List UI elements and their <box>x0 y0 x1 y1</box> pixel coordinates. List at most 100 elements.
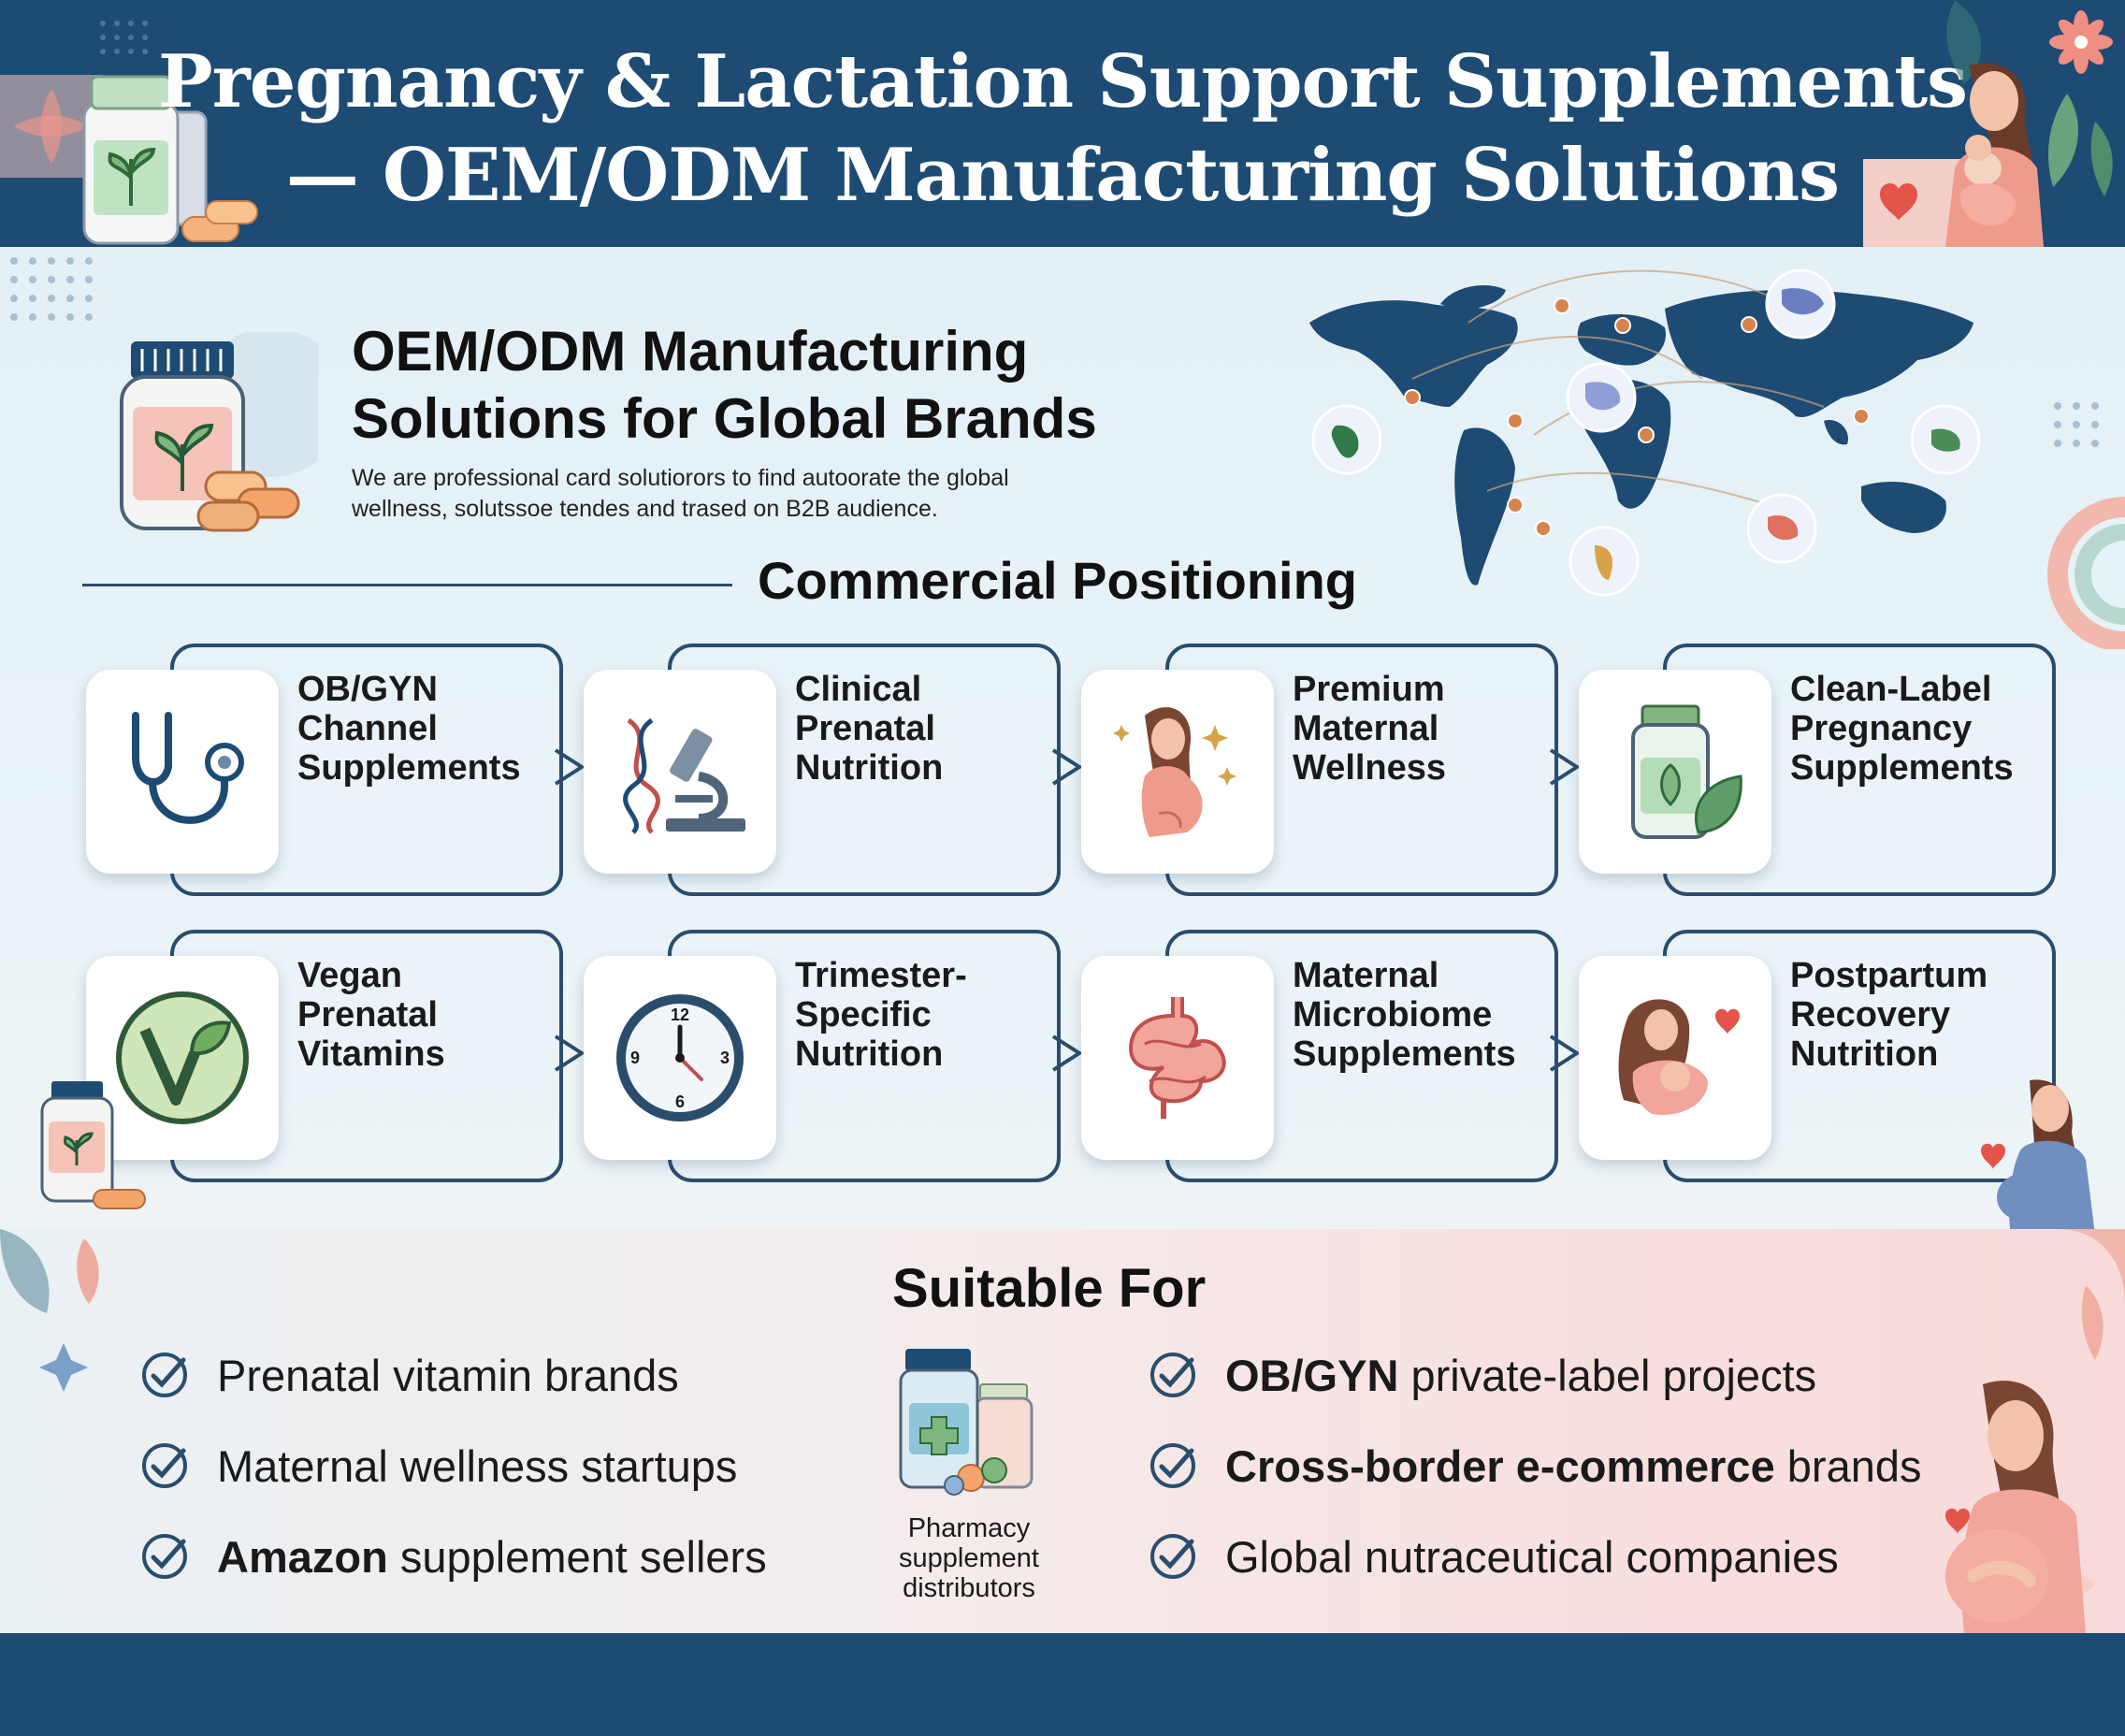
vegan-v-icon <box>116 991 249 1124</box>
card-premium-maternal[interactable]: Premium Maternal Wellness <box>1081 644 1581 896</box>
world-map-illustration <box>1309 268 1981 597</box>
card-label-line: Recovery <box>1790 995 1951 1034</box>
card-label: Maternal Microbiome Supplements <box>1293 956 1573 1074</box>
pharmacy-label: Pharmacy supplement distributors <box>885 1513 1053 1603</box>
card-trimester-specific[interactable]: 12 3 6 9 Trimester- Specific Nutrition <box>584 930 1083 1182</box>
chevron-right-icon <box>1051 1034 1083 1072</box>
stethoscope-icon <box>132 712 244 824</box>
card-label: Clean-Label Pregnancy Supplements <box>1790 670 2071 788</box>
card-obgyn-channel[interactable]: OB/GYN Channel Supplements <box>86 644 585 896</box>
card-icon-box <box>86 956 279 1160</box>
card-label: OB/GYN Channel Supplements <box>297 670 578 788</box>
card-label-line: Trimester- <box>795 956 967 995</box>
clock-icon: 12 3 6 9 <box>616 994 744 1121</box>
intro-title-line-2: Solutions for Global Brands <box>352 387 1097 450</box>
positioning-title: Commercial Positioning <box>758 551 1357 610</box>
clock-number: 9 <box>630 1049 640 1067</box>
card-label-line: Nutrition <box>795 748 944 788</box>
item-bold: OB/GYN <box>1225 1350 1399 1400</box>
check-circle-icon <box>1150 1534 1195 1579</box>
card-label-line: Prenatal <box>297 995 438 1034</box>
card-label-line: Maternal <box>1293 709 1439 748</box>
card-icon-box <box>1081 670 1274 874</box>
card-vegan-prenatal[interactable]: Vegan Prenatal Vitamins <box>86 930 585 1182</box>
dot-grid-decor <box>10 257 93 321</box>
card-label-line: Vitamins <box>297 1034 445 1074</box>
pharmacy-label-line: Pharmacy <box>907 1513 1031 1543</box>
leaf-bottle-icon <box>1631 704 1742 839</box>
card-icon-box <box>1579 670 1771 874</box>
pharmacy-bottles-icon <box>899 1349 1034 1496</box>
pregnant-woman-decor <box>1981 1079 2095 1235</box>
list-item: Maternal wellness startups <box>140 1438 737 1494</box>
header-bottle-icon <box>82 75 258 245</box>
pregnant-woman-icon <box>1113 707 1236 837</box>
list-item: Global nutraceutical companies <box>1149 1528 1839 1584</box>
intro-bottle-icon <box>120 332 318 532</box>
card-label: Premium Maternal Wellness <box>1293 670 1573 788</box>
list-item: Amazon supplement sellers <box>140 1528 767 1584</box>
footer-bar <box>0 1633 2125 1736</box>
card-clean-label[interactable]: Clean-Label Pregnancy Supplements <box>1579 644 2056 896</box>
item-text: Prenatal vitamin brands <box>217 1350 679 1400</box>
card-label-line: Supplements <box>1790 748 2014 788</box>
card-icon-box: 12 3 6 9 <box>584 956 776 1160</box>
small-bottle-icon <box>40 1081 146 1209</box>
card-label: Vegan Prenatal Vitamins <box>297 956 578 1074</box>
card-label-line: Maternal <box>1293 956 1439 995</box>
mother-baby-icon <box>1618 999 1740 1115</box>
check-circle-icon <box>1150 1353 1195 1397</box>
intro-title-line-1: OEM/ODM Manufacturing <box>352 320 1029 383</box>
card-label-line: Channel <box>297 709 438 748</box>
item-text: supplement sellers <box>387 1531 767 1582</box>
item-bold: Amazon <box>217 1531 388 1582</box>
header-mother-baby-icon <box>1945 63 2044 247</box>
check-circle-icon <box>142 1443 187 1488</box>
check-circle-icon <box>142 1353 187 1397</box>
card-icon-box <box>584 670 776 874</box>
title-line-2: — OEM/ODM Manufacturing Solutions <box>285 133 1840 218</box>
check-circle-icon <box>142 1534 187 1579</box>
card-label-line: Vegan <box>297 956 402 995</box>
card-label-line: Wellness <box>1293 748 1447 788</box>
list-item: Cross-border e-commerce brands <box>1149 1438 1922 1494</box>
card-label-line: Prenatal <box>795 709 935 748</box>
intro-subtitle-line-1: We are professional card solutiorors to … <box>352 465 1009 491</box>
card-label-line: Supplements <box>1293 1034 1516 1074</box>
suitable-section <box>0 1229 2125 1633</box>
item-text: Maternal wellness startups <box>217 1440 738 1491</box>
card-icon-box <box>86 670 279 874</box>
check-circle-icon <box>1150 1443 1195 1488</box>
card-label-line: OB/GYN <box>297 670 438 709</box>
page-title: Pregnancy & Lactation Support Supplement… <box>0 36 2125 223</box>
bottom-left-leaf-decor <box>0 1229 99 1392</box>
card-label-line: Supplements <box>297 748 521 788</box>
intestine-icon <box>1128 997 1226 1119</box>
intro-subtitle-line-2: wellness, solutssoe tendes and trased on… <box>352 496 938 522</box>
card-label-line: Nutrition <box>1790 1034 1939 1074</box>
header-banner: Pregnancy & Lactation Support Supplement… <box>0 0 2125 247</box>
list-item: OB/GYN private-label projects <box>1149 1347 1816 1403</box>
chevron-right-icon <box>1549 748 1581 786</box>
card-label: Postpartum Recovery Nutrition <box>1790 956 2071 1074</box>
section-divider <box>82 584 732 586</box>
clock-number: 6 <box>675 1092 685 1111</box>
card-label-line: Pregnancy <box>1790 709 1973 748</box>
card-label-line: Microbiome <box>1293 995 1493 1034</box>
card-clinical-prenatal[interactable]: Clinical Prenatal Nutrition <box>584 644 1083 896</box>
clock-number: 12 <box>671 1005 689 1024</box>
suitable-title: Suitable For <box>892 1258 1207 1319</box>
intro-subtitle: We are professional card solutiorors to … <box>352 463 1100 525</box>
title-line-1: Pregnancy & Lactation Support Supplement… <box>157 39 1968 124</box>
item-text: Global nutraceutical companies <box>1225 1531 1839 1582</box>
item-text: brands <box>1774 1440 1922 1491</box>
card-label-line: Clean-Label <box>1790 670 1992 709</box>
card-postpartum-recovery[interactable]: Postpartum Recovery Nutrition <box>1579 930 2056 1182</box>
card-maternal-microbiome[interactable]: Maternal Microbiome Supplements <box>1081 930 1581 1182</box>
chevron-right-icon <box>1051 748 1083 786</box>
card-label-line: Clinical <box>795 670 922 709</box>
pharmacy-label-line: distributors <box>903 1573 1035 1603</box>
item-bold: Cross-border e-commerce <box>1225 1440 1775 1491</box>
chevron-right-icon <box>554 1034 585 1072</box>
card-label-line: Postpartum <box>1790 956 1988 995</box>
